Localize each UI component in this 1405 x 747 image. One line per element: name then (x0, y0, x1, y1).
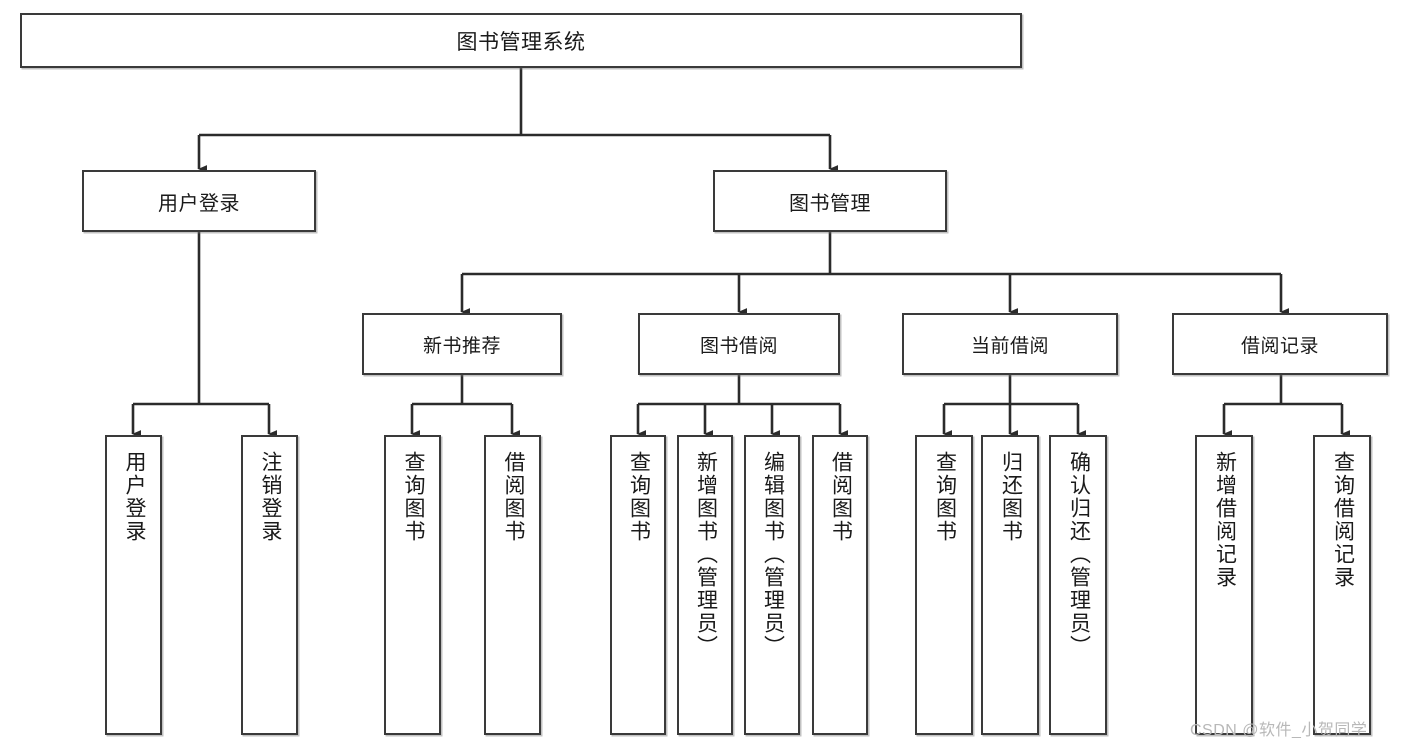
node-new-book-recommend-label: 新书推荐 (422, 335, 501, 357)
node-leaf-edit-book-label: 编辑图书（管理员） (761, 451, 785, 658)
node-leaf-edit-book[interactable]: 编辑图书（管理员） (744, 435, 800, 735)
node-book-management[interactable]: 图书管理 (713, 170, 947, 232)
node-leaf-query-book-1[interactable]: 查询图书 (384, 435, 441, 735)
node-book-borrow[interactable]: 图书借阅 (638, 313, 840, 375)
node-book-management-label: 图书管理 (789, 192, 871, 215)
node-leaf-user-login[interactable]: 用户登录 (105, 435, 162, 735)
node-leaf-query-book-2[interactable]: 查询图书 (610, 435, 666, 735)
node-leaf-return-book[interactable]: 归还图书 (981, 435, 1039, 735)
node-leaf-query-book-2-label: 查询图书 (627, 451, 651, 543)
node-borrow-record-label: 借阅记录 (1240, 335, 1319, 357)
node-leaf-query-book-1-label: 查询图书 (401, 451, 425, 543)
node-new-book-recommend[interactable]: 新书推荐 (362, 313, 562, 375)
node-leaf-confirm-return-label: 确认归还（管理员） (1067, 451, 1091, 658)
node-leaf-borrow-book-1[interactable]: 借阅图书 (484, 435, 541, 735)
node-borrow-record[interactable]: 借阅记录 (1172, 313, 1388, 375)
node-leaf-add-book-label: 新增图书（管理员） (694, 451, 718, 658)
node-leaf-query-record[interactable]: 查询借阅记录 (1313, 435, 1371, 735)
node-root-label: 图书管理系统 (456, 30, 586, 54)
node-leaf-borrow-book-1-label: 借阅图书 (501, 451, 525, 543)
node-leaf-return-book-label: 归还图书 (999, 451, 1023, 543)
node-leaf-borrow-book-2[interactable]: 借阅图书 (812, 435, 868, 735)
node-leaf-add-book[interactable]: 新增图书（管理员） (677, 435, 733, 735)
node-leaf-logout-login-label: 注销登录 (258, 451, 282, 543)
node-leaf-add-record[interactable]: 新增借阅记录 (1195, 435, 1253, 735)
node-leaf-query-record-label: 查询借阅记录 (1331, 451, 1355, 589)
node-user-login[interactable]: 用户登录 (82, 170, 316, 232)
node-user-login-label: 用户登录 (158, 192, 240, 215)
node-leaf-borrow-book-2-label: 借阅图书 (829, 451, 853, 543)
node-leaf-add-record-label: 新增借阅记录 (1213, 451, 1237, 589)
node-leaf-logout-login[interactable]: 注销登录 (241, 435, 298, 735)
node-leaf-user-login-label: 用户登录 (122, 451, 146, 543)
node-current-borrow-label: 当前借阅 (970, 335, 1049, 357)
watermark: CSDN @软件_小贺同学 (1190, 722, 1368, 739)
node-leaf-query-book-3-label: 查询图书 (933, 451, 957, 543)
node-leaf-query-book-3[interactable]: 查询图书 (915, 435, 973, 735)
node-book-borrow-label: 图书借阅 (699, 335, 778, 357)
node-root[interactable]: 图书管理系统 (20, 13, 1022, 68)
node-current-borrow[interactable]: 当前借阅 (902, 313, 1118, 375)
node-leaf-confirm-return[interactable]: 确认归还（管理员） (1049, 435, 1107, 735)
